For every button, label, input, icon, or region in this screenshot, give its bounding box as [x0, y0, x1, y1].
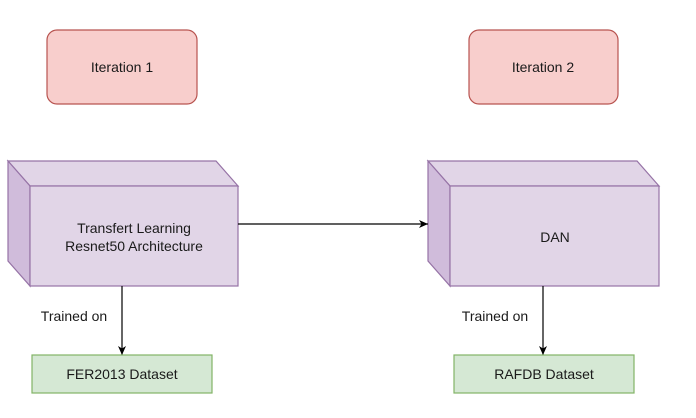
model-1-line2: Resnet50 Architecture: [65, 238, 203, 254]
edge-2-label: Trained on: [462, 308, 528, 324]
dataset-1-node: FER2013 Dataset: [31, 354, 213, 394]
dataset-2-label: RAFDB Dataset: [494, 366, 594, 382]
dataset-2-node: RAFDB Dataset: [453, 354, 635, 394]
iteration-1-label: Iteration 1: [91, 59, 153, 75]
iteration-2-node: Iteration 2: [468, 29, 619, 105]
model-2-box: DAN: [426, 159, 661, 288]
model-2-label: DAN: [540, 229, 570, 245]
iteration-2-label: Iteration 2: [512, 59, 574, 75]
dataset-1-label: FER2013 Dataset: [66, 366, 177, 382]
iteration-1-node: Iteration 1: [46, 29, 198, 105]
model-1-line1: Transfert Learning: [77, 220, 191, 236]
model-1-box: Transfert Learning Resnet50 Architecture: [6, 159, 240, 288]
edge-1-label: Trained on: [41, 308, 107, 324]
